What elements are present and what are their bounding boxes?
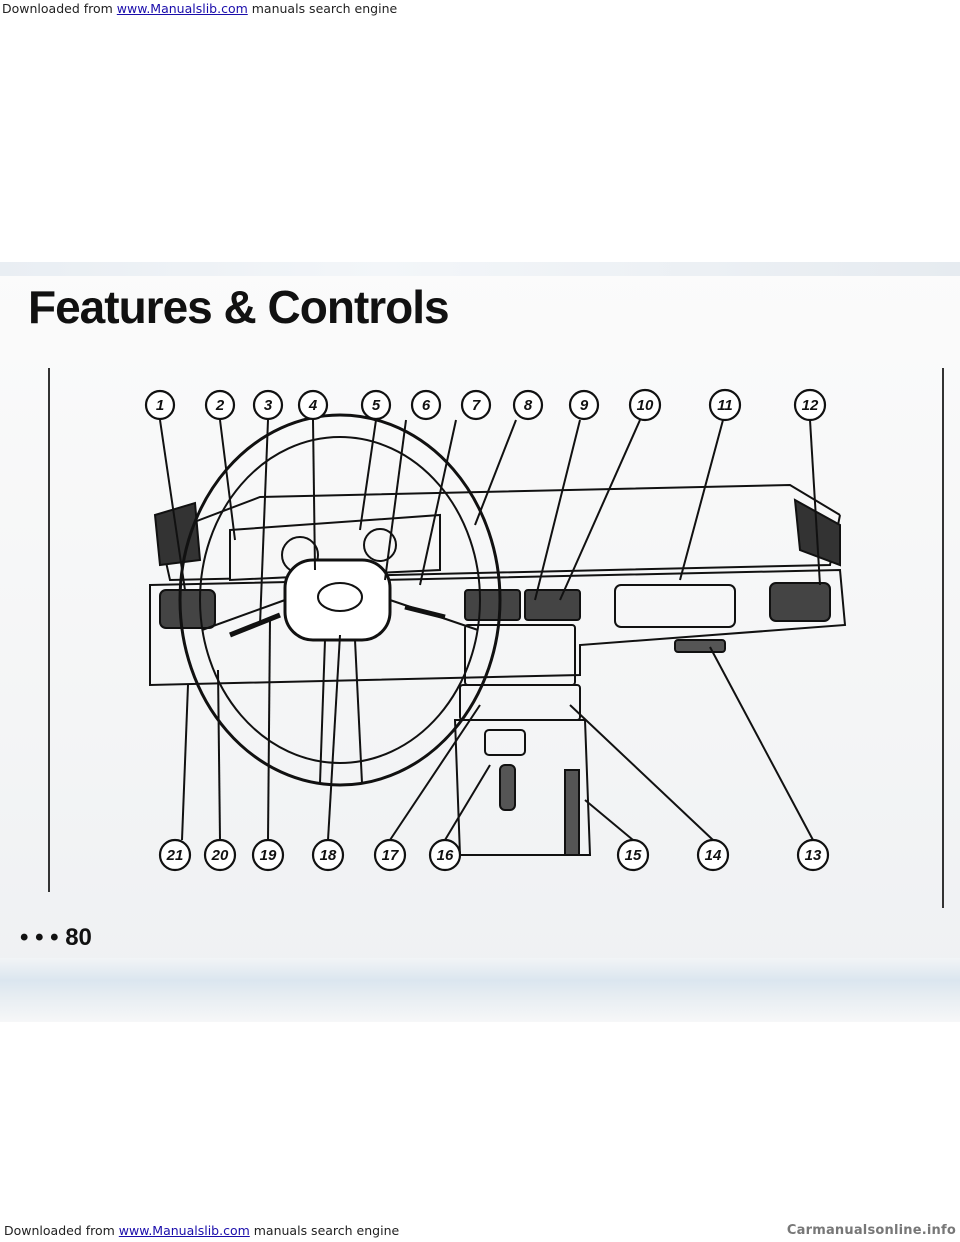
glove-box-latch [674,639,726,653]
right-lower-vent [769,582,831,622]
svg-text:2: 2 [215,397,225,414]
carmanualsonline-watermark: Carmanualsonline.info [786,1222,956,1238]
callout-3: 3 [252,389,284,421]
callout-2: 2 [204,389,236,421]
svg-text:17: 17 [382,847,399,864]
right-margin-rule [942,368,944,908]
callout-18: 18 [311,838,345,872]
svg-text:12: 12 [802,397,819,414]
svg-text:20: 20 [211,847,229,864]
svg-text:5: 5 [372,397,381,414]
callout-16: 16 [428,838,462,872]
callout-13: 13 [796,838,830,872]
center-vent-right [524,589,581,621]
banner-suffix: manuals search engine [247,1,398,16]
svg-text:14: 14 [705,847,722,864]
left-lower-vent [159,589,216,629]
manualslib-link[interactable]: www.Manualslib.com [116,1,248,16]
footer-prefix: Downloaded from [4,1222,119,1238]
callout-10: 10 [628,388,662,422]
svg-text:18: 18 [320,847,337,864]
svg-text:8: 8 [524,397,533,414]
footer-bar: Downloaded from www.Manualslib.com manua… [0,1218,960,1242]
svg-text:6: 6 [422,397,431,414]
svg-text:13: 13 [805,847,822,864]
svg-text:21: 21 [166,847,184,864]
scan-top-edge [0,262,960,276]
steering-wheel [178,413,502,787]
dashboard-diagram: 1 2 3 4 5 6 7 8 9 10 11 12 13 14 15 16 1… [144,388,847,872]
gear-shift-lever [499,764,516,811]
footer-suffix: manuals search engine [249,1222,400,1238]
callout-6: 6 [410,389,442,421]
svg-text:9: 9 [580,397,589,414]
footer-left: Downloaded from www.Manualslib.com manua… [4,1223,399,1238]
svg-text:19: 19 [260,847,277,864]
callout-15: 15 [616,838,650,872]
svg-text:1: 1 [156,397,164,414]
svg-text:10: 10 [637,397,654,414]
callout-21: 21 [158,838,192,872]
callout-12: 12 [793,388,827,422]
footer-manualslib-link[interactable]: www.Manualslib.com [118,1222,250,1238]
svg-text:3: 3 [264,397,273,414]
turn-signal-stalk [229,612,281,638]
callout-1: 1 [144,389,176,421]
callout-7: 7 [460,389,492,421]
glove-box [614,584,736,628]
callout-14: 14 [696,838,730,872]
scanned-page [0,262,960,1022]
callout-19: 19 [251,838,285,872]
svg-text:4: 4 [308,397,318,414]
left-margin-rule [48,368,50,892]
parking-brake [564,769,580,856]
scan-bottom-edge [0,958,960,1022]
page-number: • • • 80 [20,924,92,951]
callout-17: 17 [373,838,407,872]
callout-4: 4 [297,389,329,421]
svg-text:15: 15 [625,847,642,864]
center-vent-left [464,589,521,621]
radio-panel [459,684,581,721]
page-title: Features & Controls [28,281,450,333]
svg-text:11: 11 [717,397,733,414]
banner-prefix: Downloaded from [2,1,117,16]
svg-text:16: 16 [437,847,454,864]
gear-shift-gate [484,729,526,756]
callout-9: 9 [568,389,600,421]
wiper-stalk [404,604,446,620]
svg-text:7: 7 [472,397,481,414]
callout-20: 20 [203,838,237,872]
download-banner: Downloaded from www.Manualslib.com manua… [0,0,960,24]
callout-11: 11 [708,388,742,422]
callout-5: 5 [360,389,392,421]
callout-8: 8 [512,389,544,421]
